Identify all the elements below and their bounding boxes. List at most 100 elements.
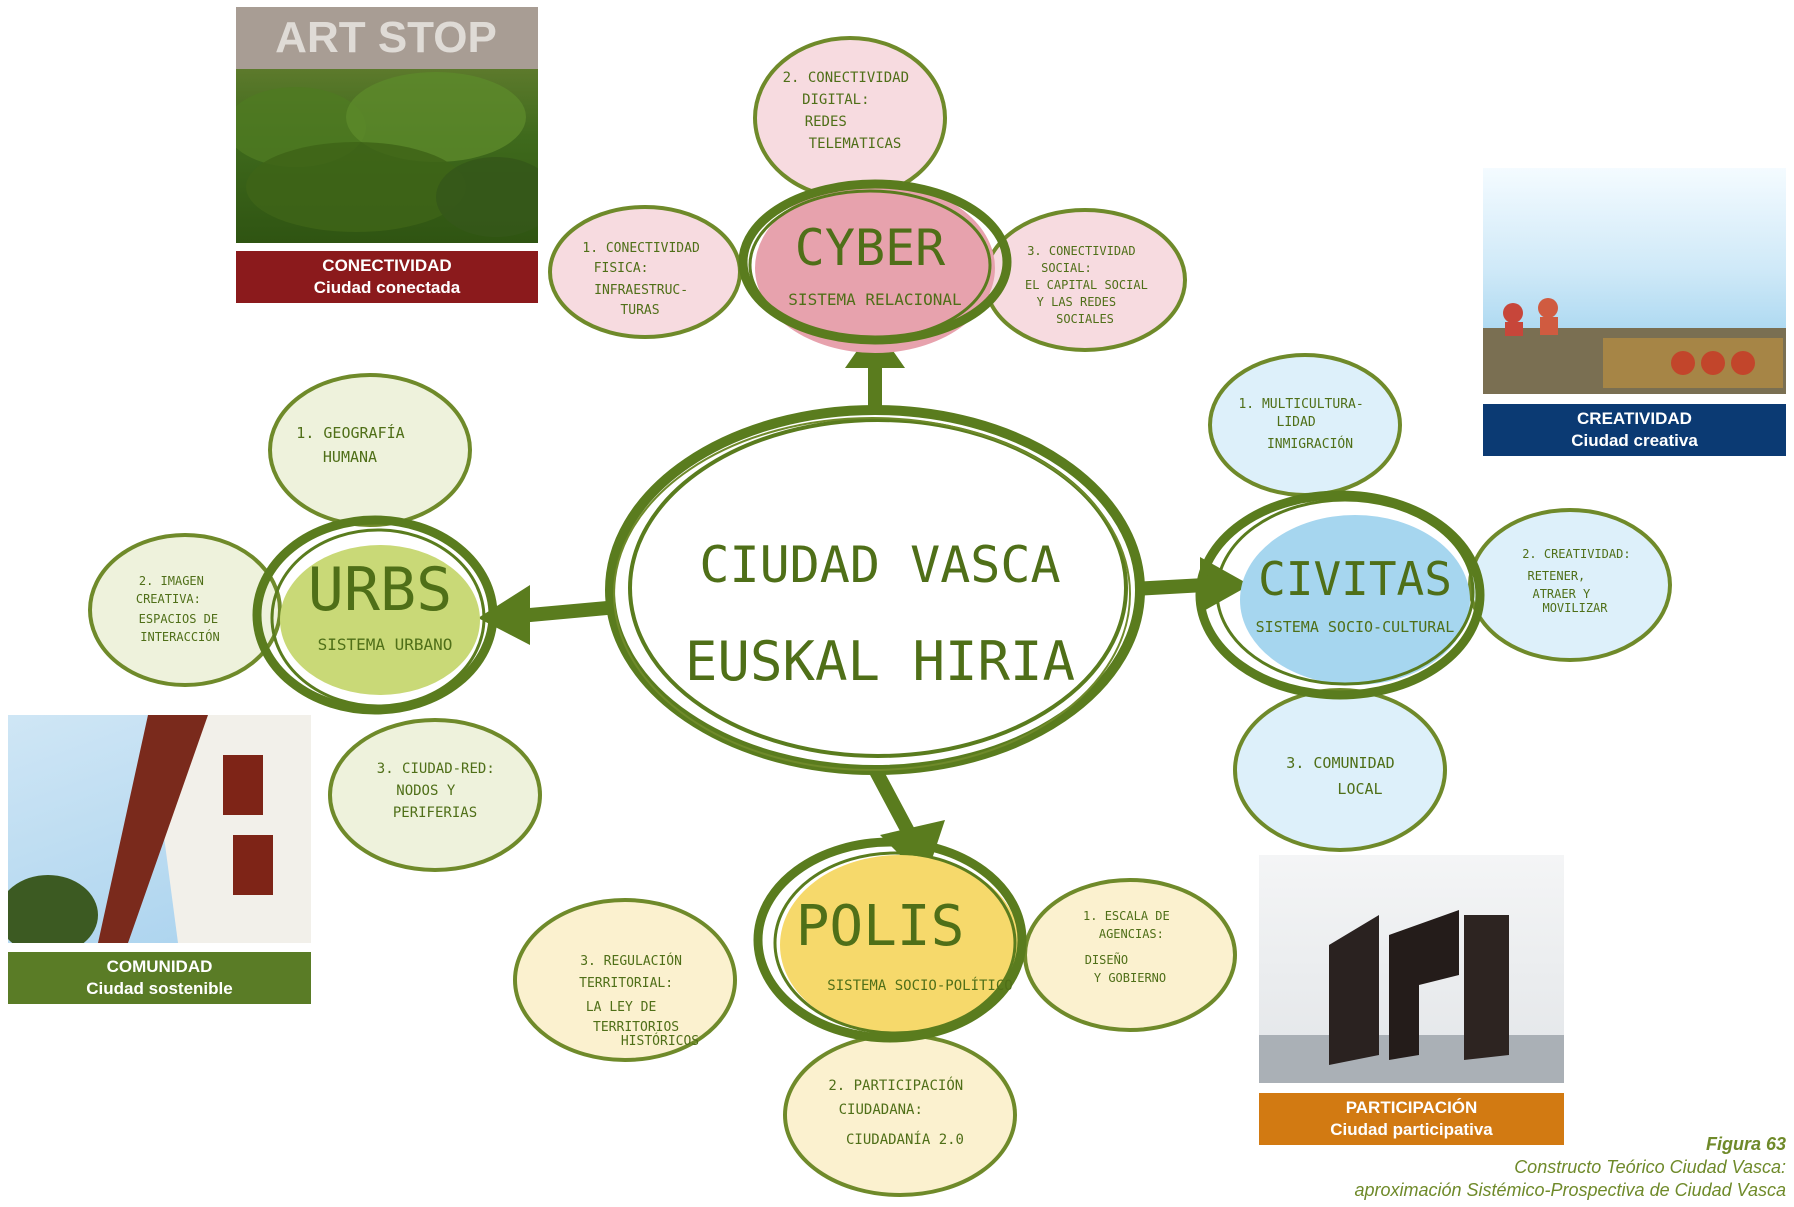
cyber-leaf-left-line: FISICA: [594,261,649,276]
arrow-head-civitas [1200,557,1250,613]
cyber-node-ring-2 [748,189,992,341]
caption-title: COMUNIDAD [106,957,213,976]
polis-node-ring [753,837,1027,1043]
polis-leaf-left-line: 3. REGULACIÓN [580,953,682,969]
center-ring-extra [613,417,1131,771]
polis-leaf-left-line: TERRITORIOS [593,1020,679,1035]
figure-caption: Figura 63 Constructo Teórico Ciudad Vasc… [1354,1133,1786,1202]
caption-subtitle: Ciudad participativa [1330,1120,1493,1139]
civitas-subtitle: SISTEMA SOCIO-CULTURAL [1256,618,1455,636]
civitas-leaf-bottom [1233,688,1447,852]
caption-subtitle: Ciudad conectada [313,278,461,297]
svg-text:2. CONECTIVIDAD DIGITAL:: 2. CONECTIVIDAD DIGITAL: REDES TELEMATIC… [783,70,918,152]
urbs-node-ring-2 [270,528,486,708]
polis-leaf-bottom-line: CIUDADANÍA 2.0 [846,1131,964,1148]
civitas-node-ring [1195,490,1485,700]
urbs-leaf-left-line: INTERACCIÓN [140,629,219,644]
center-ring-inner [628,418,1128,758]
polis-leaf-left-line: LA LEY DE [586,1000,656,1015]
figure-caption-line2: aproximación Sistémico-Prospectiva de Ci… [1354,1180,1786,1200]
svg-text:1. MULTICULTURA- LIDAD: 1. MULTICULTURA- LIDAD INMIGRACIÓN [1238,397,1371,452]
cyber-leaf-right-line: SOCIAL: [1041,261,1092,275]
civitas-node-ring-2 [1215,498,1475,686]
urbs-leaf-left [88,533,282,687]
center-title-line1: CIUDAD VASCA [699,536,1060,594]
polis-leaf-left-line: HISTÓRICOS [621,1033,699,1049]
seawall-texture [1483,298,1786,394]
svg-text:1. ESCALA DE AGENCIAS:: 1. ESCALA DE AGENCIAS: DISEÑO Y GOBIERNO [1083,909,1177,985]
polis-node-ring-2 [773,851,1017,1035]
urbs-leaf-bottom-line: PERIFERIAS [393,805,477,821]
cyber-leaf-right-line: Y LAS REDES [1037,295,1116,309]
svg-text:1. GEOGRAFÍA HUMANA: 1. GEOGRAFÍA HUMANA [296,423,413,466]
urbs-node-ring [252,515,498,715]
urbs-title: URBS [308,555,453,625]
photo-sculpture [1259,855,1564,1083]
cyber-leaf-top-line: 2. CONECTIVIDAD [783,70,909,86]
urbs-cluster [88,373,542,872]
figure-number: Figura 63 [1705,1134,1786,1154]
caption-subtitle: Ciudad creativa [1571,431,1698,450]
urbs-leaf-top [268,373,472,527]
svg-text:3. CONECTIVIDAD SOCIAL:: 3. CONECTIVIDAD SOCIAL: EL CAPITAL SOCIA… [1025,244,1155,326]
urbs-leaf-bottom-line: NODOS Y [396,783,456,799]
polis-subtitle: SISTEMA SOCIO-POLÍTICO [827,977,1012,994]
urbs-leaf-top-line: HUMANA [323,448,377,466]
center-node: CIUDAD VASCA EUSKAL HIRIA [605,405,1145,775]
svg-text:3. COMUNIDAD LOCAL: 3. COMUNIDAD LOCAL [1286,754,1403,798]
foliage-texture: ART STOP [236,7,538,237]
svg-text:2. IMAGEN CREATIVA:: 2. IMAGEN CREATIVA: ESPACIOS DE INTERACC… [136,574,225,644]
leaf-texts: 2. CONECTIVIDAD DIGITAL: REDES TELEMATIC… [136,70,1631,1148]
cyber-title: CYBER [795,219,946,277]
caption-title: PARTICIPACIÓN [1345,1098,1478,1117]
cyber-leaf-right-line: SOCIALES [1056,312,1114,326]
urbs-leaf-top-line: 1. GEOGRAFÍA [296,423,404,442]
civitas-leaf-right-line: 2. CREATIVIDAD: [1522,547,1630,561]
urbs-leaf-bottom-line: 3. CIUDAD-RED: [377,761,495,777]
urbs-leaf-bottom [328,718,542,872]
civitas-node-fill [1240,515,1470,685]
polis-leaf-left-line: TERRITORIAL: [579,976,673,991]
polis-leaf-right-line: DISEÑO [1085,952,1128,967]
caption-creatividad: CREATIVIDAD Ciudad creativa [1483,404,1786,456]
polis-leaf-right-line: AGENCIAS: [1099,927,1164,941]
civitas-leaf-right-line: ATRAER Y [1532,587,1591,601]
cyber-leaf-left-line: INFRAESTRUC- [594,283,688,298]
cyber-node-fill [755,183,995,353]
urbs-node-fill [280,545,480,695]
sculpture-texture [1259,910,1564,1083]
civitas-leaf-top-line: 1. MULTICULTURA- [1238,397,1363,412]
civitas-leaf-top-line: INMIGRACIÓN [1267,436,1353,452]
civitas-leaf-bottom-line: 3. COMUNIDAD [1286,754,1394,772]
svg-text:2. PARTICIPACIÓN CIUDADA: 2. PARTICIPACIÓN CIUDADANA: CIUDADANÍA 2… [828,1076,971,1148]
urbs-leaf-left-line: 2. IMAGEN [139,574,204,588]
polis-cluster [513,837,1237,1197]
caption-comunidad: COMUNIDAD Ciudad sostenible [8,952,311,1004]
caption-subtitle: Ciudad sostenible [86,979,233,998]
cyber-leaf-top-line: DIGITAL: [802,92,869,108]
caption-title: CREATIVIDAD [1577,409,1692,428]
cyber-leaf-right-line: 3. CONECTIVIDAD [1027,244,1135,258]
caption-title: CONECTIVIDAD [322,256,452,275]
caption-participacion: PARTICIPACIÓN Ciudad participativa [1259,1093,1564,1145]
civitas-leaf-right [1468,508,1672,662]
urbs-subtitle: SISTEMA URBANO [318,635,453,654]
house-texture [8,715,311,955]
civitas-leaf-top-line: LIDAD [1277,415,1316,430]
civitas-leaf-right-line: RETENER, [1527,569,1585,583]
svg-text:3. CIUDAD-RED: NODOS Y: 3. CIUDAD-RED: NODOS Y PERIFERIAS [377,761,503,821]
photo-basque-house [8,715,311,955]
svg-text:3. REGULACIÓN TERRITORIA: 3. REGULACIÓN TERRITORIAL: LA LEY DE TER… [579,953,699,1049]
civitas-title: CIVITAS [1258,552,1452,606]
photo-card-conectividad: ART STOP CONECTIVIDAD Ciudad conectada [236,7,538,303]
civitas-leaf-right-line: MOVILIZAR [1542,601,1608,615]
cyber-subtitle: SISTEMA RELACIONAL [788,290,961,309]
center-title-line2: EUSKAL HIRIA [685,630,1075,693]
polis-leaf-left [513,898,737,1062]
caption-conectividad: CONECTIVIDAD Ciudad conectada [236,251,538,303]
civitas-leaf-bottom-line: LOCAL [1337,780,1382,798]
cyber-leaf-right-line: EL CAPITAL SOCIAL [1025,278,1148,292]
photo-card-comunidad: COMUNIDAD Ciudad sostenible [8,715,311,1004]
photo-card-participacion: PARTICIPACIÓN Ciudad participativa [1259,855,1564,1145]
photo-card-creatividad: CREATIVIDAD Ciudad creativa [1483,168,1786,456]
